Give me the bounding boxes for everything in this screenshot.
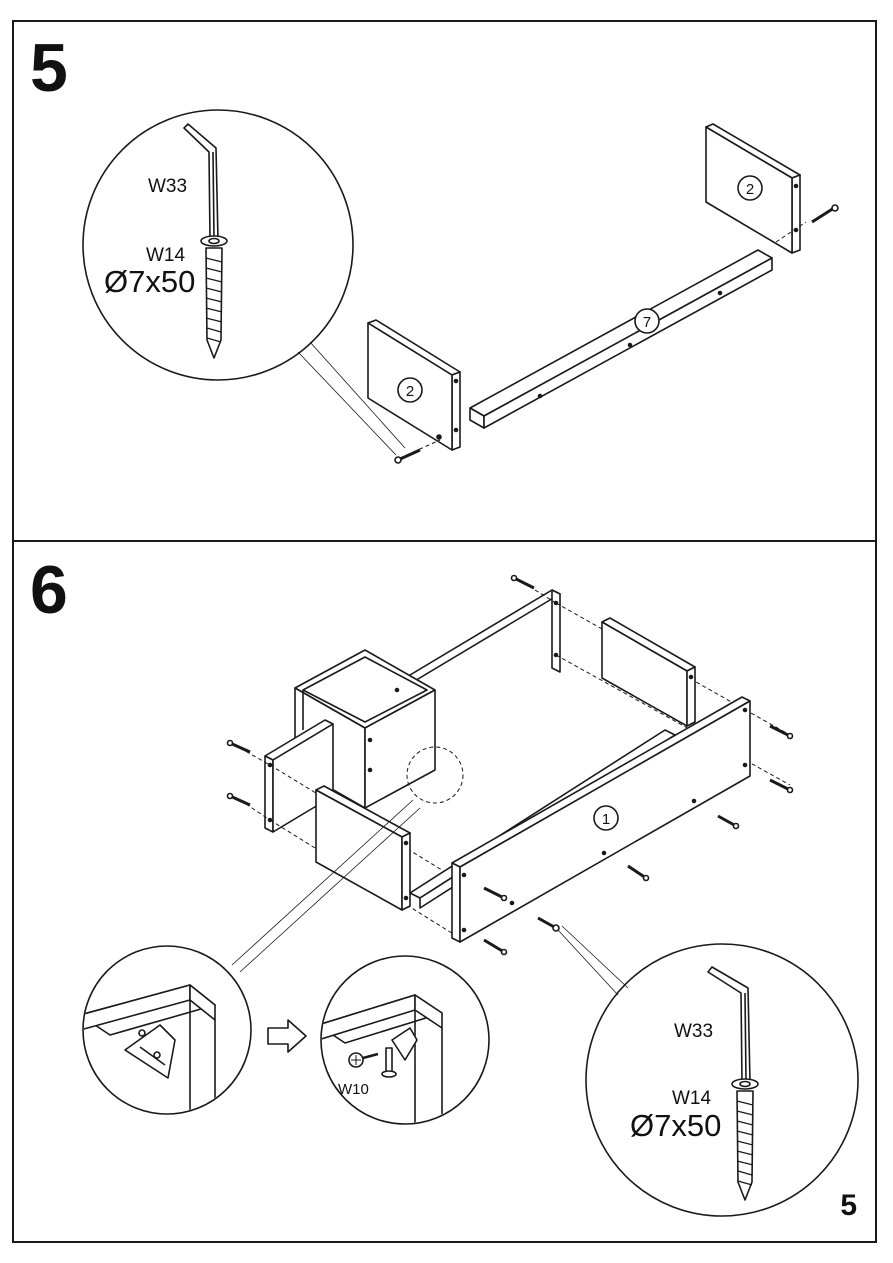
shelf-panel bbox=[470, 250, 772, 428]
part-number-label: 1 bbox=[602, 811, 610, 828]
screw-icon bbox=[732, 1079, 758, 1200]
detail-circle-w10 bbox=[318, 956, 489, 1130]
step-5-diagram bbox=[83, 110, 838, 463]
part-number-label: 2 bbox=[406, 383, 414, 400]
screw-label: W14 bbox=[146, 245, 186, 266]
step-6-diagram bbox=[80, 576, 858, 1217]
allen-key-icon bbox=[184, 124, 218, 240]
detail-circle-tools bbox=[586, 944, 858, 1216]
screw-label: W14 bbox=[672, 1088, 712, 1109]
arrow-right-icon bbox=[268, 1020, 306, 1052]
screw-icon bbox=[228, 741, 251, 806]
screw-icon bbox=[395, 450, 420, 463]
part-number-label: 7 bbox=[643, 314, 651, 331]
detail-circle-cam bbox=[80, 946, 251, 1120]
screw-icon bbox=[512, 576, 535, 589]
screw-icon bbox=[201, 236, 227, 358]
size-label: Ø7x50 bbox=[104, 264, 195, 299]
part-number-label: 2 bbox=[746, 181, 754, 198]
divider-panel bbox=[602, 618, 695, 726]
back-panel bbox=[405, 590, 560, 700]
allen-key-icon bbox=[708, 967, 750, 1082]
tool-label: W33 bbox=[674, 1021, 713, 1042]
screw-icon bbox=[812, 205, 838, 222]
size-label: Ø7x50 bbox=[630, 1108, 721, 1143]
cam-label: W10 bbox=[338, 1081, 369, 1098]
tool-label: W33 bbox=[148, 176, 187, 197]
